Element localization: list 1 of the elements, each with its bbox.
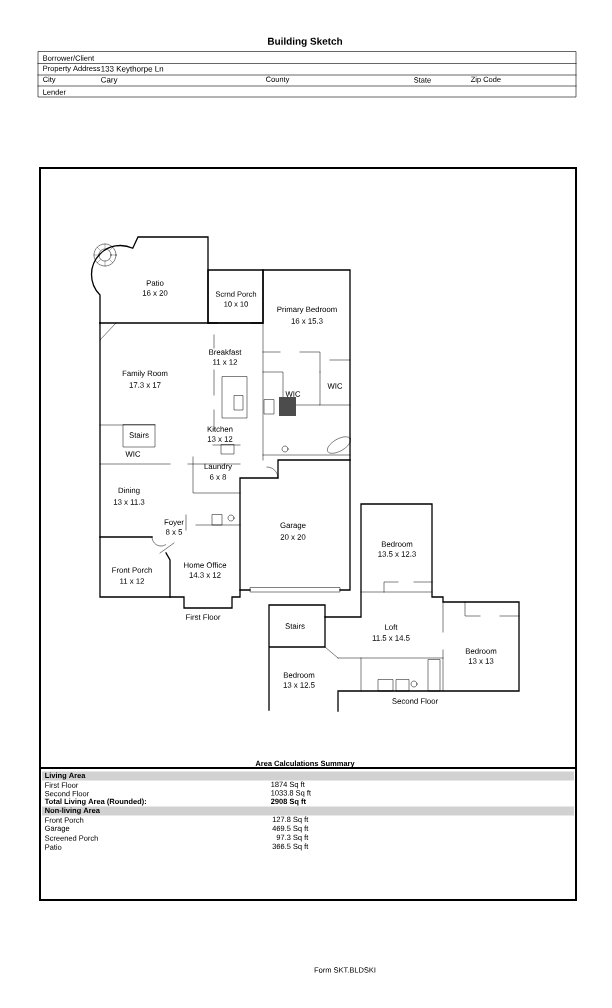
title: Building Sketch — [268, 37, 342, 47]
